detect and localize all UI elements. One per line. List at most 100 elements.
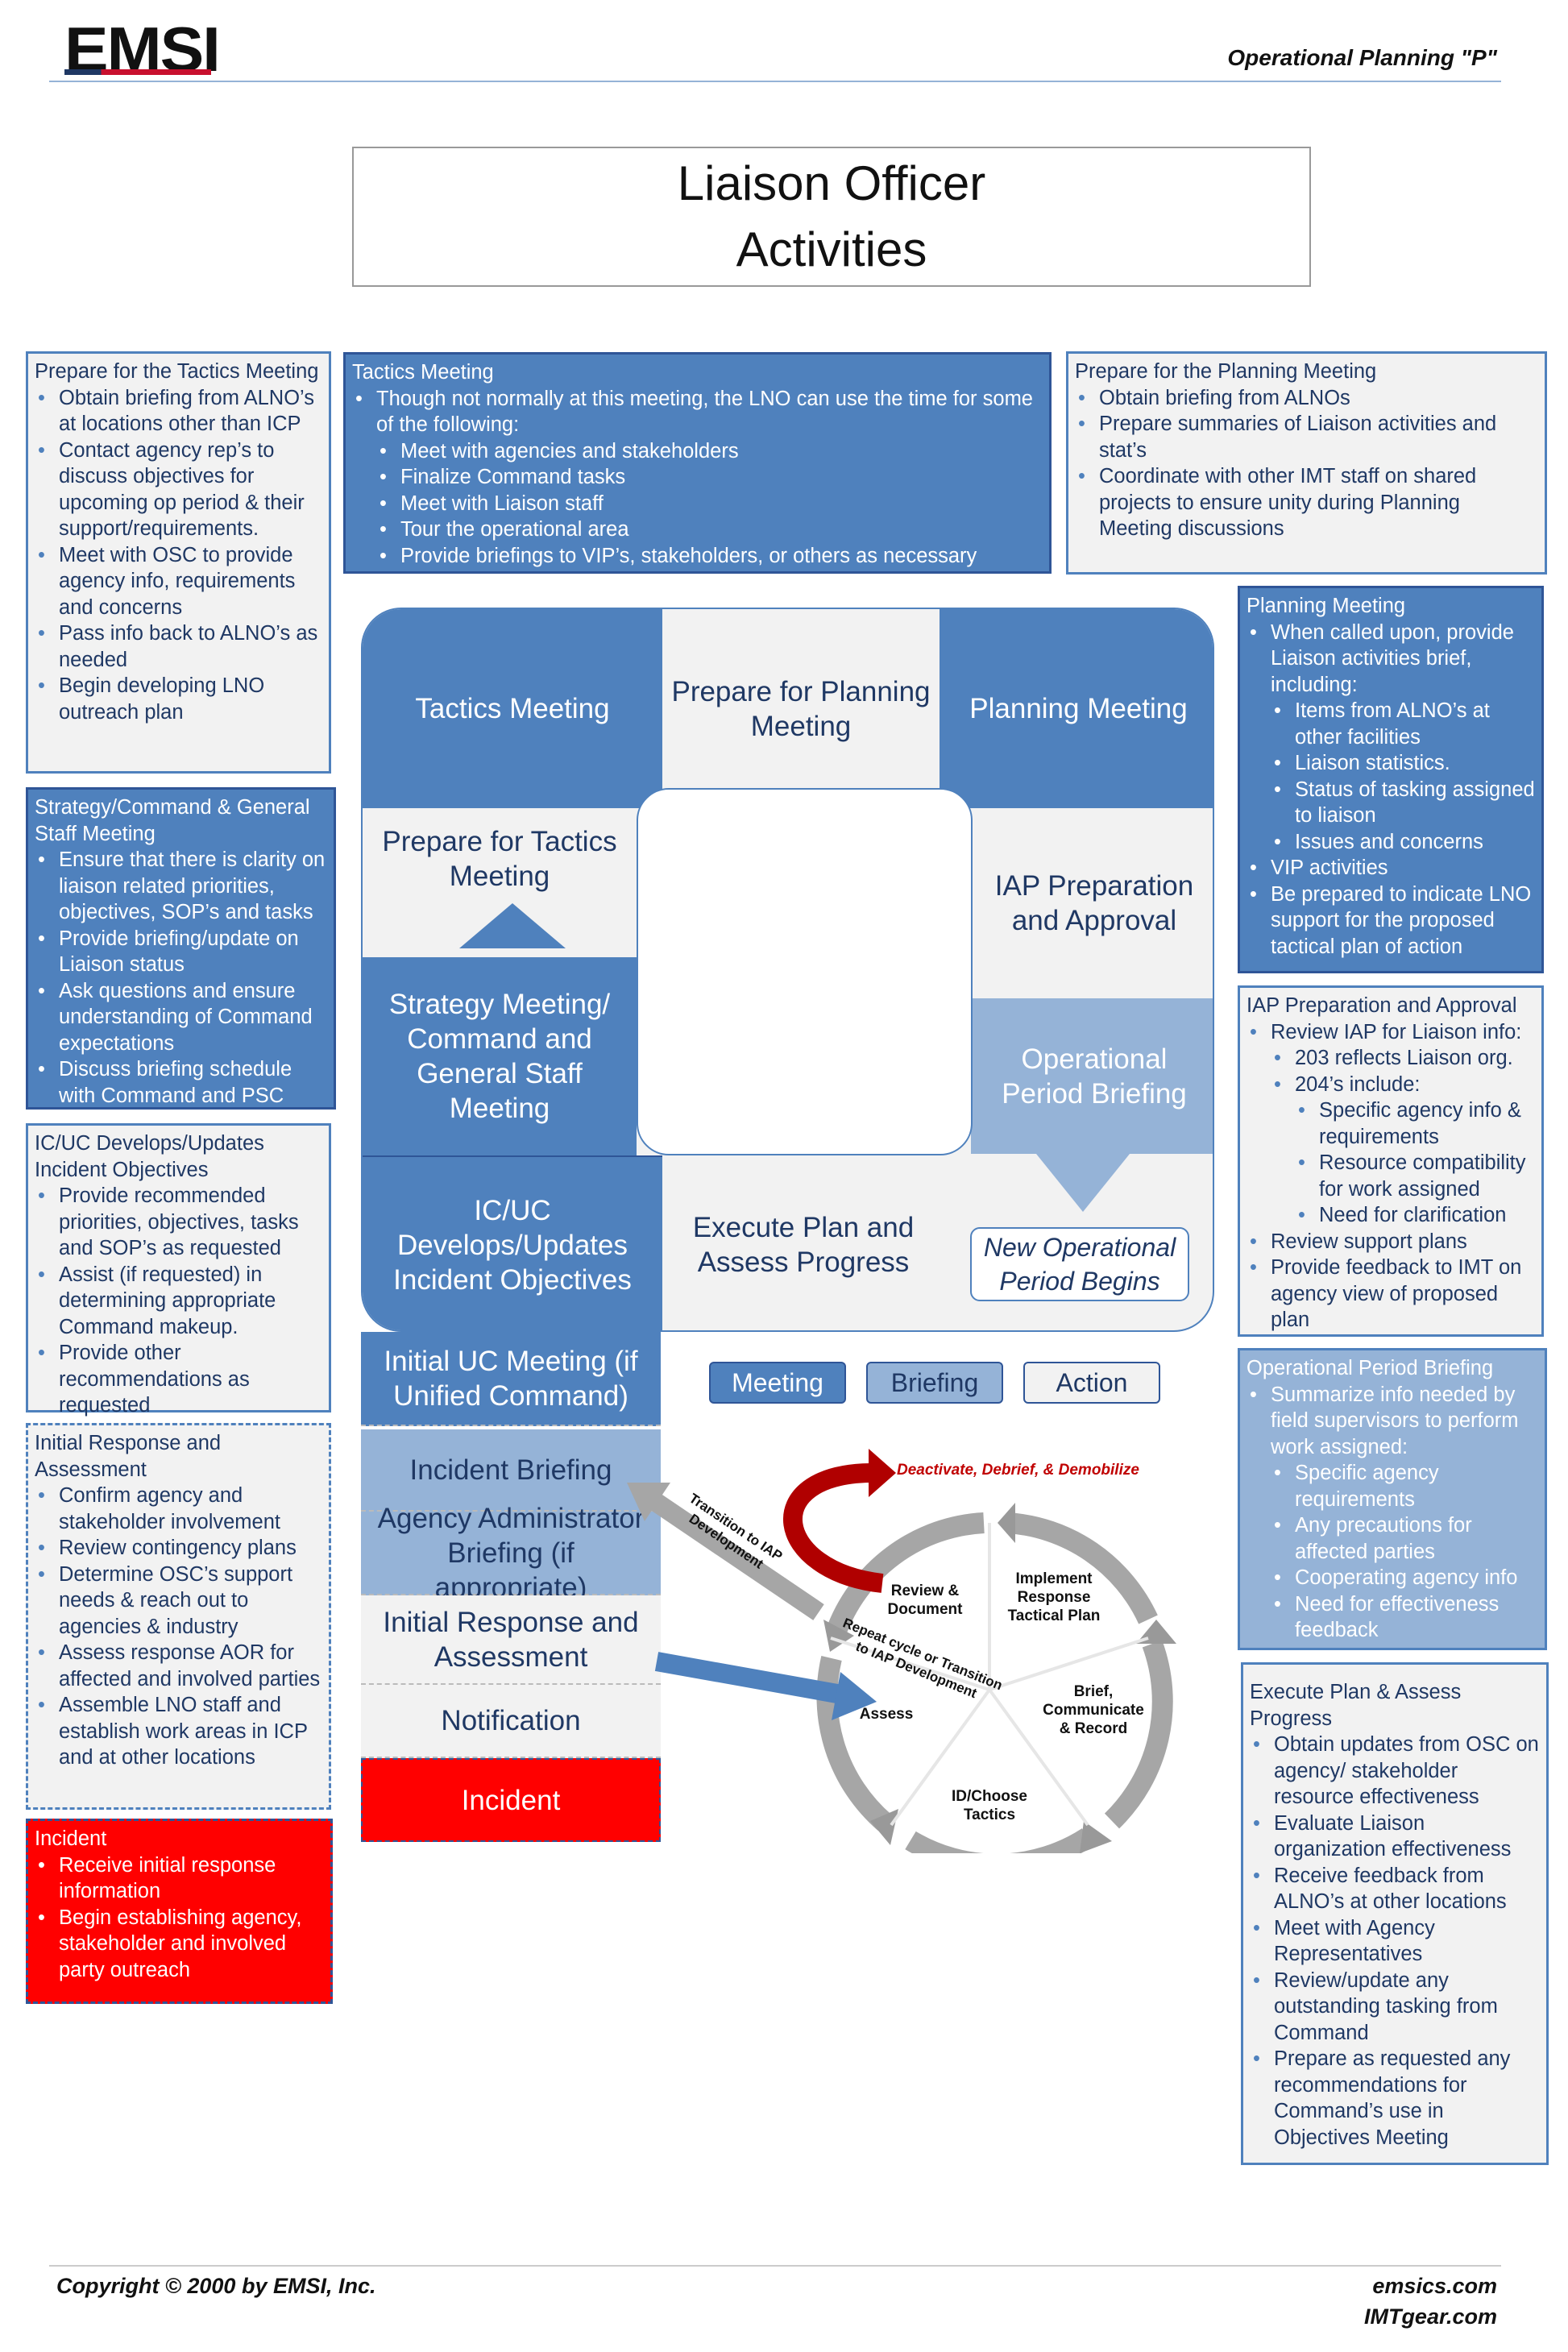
bullet-item: Ask questions and ensure understanding o… [35, 978, 327, 1057]
bullet-item: 203 reflects Liaison org. [1247, 1045, 1535, 1072]
bullet-list: Provide recommended priorities, objectiv… [35, 1183, 322, 1419]
transition-arrowhead-icon [627, 1483, 670, 1521]
bullet-item: Prepare as requested any recommendations… [1250, 2046, 1540, 2151]
p-center [637, 788, 973, 1155]
bullet-list: Obtain updates from OSC on agency/ stake… [1250, 1732, 1540, 2151]
p-strategy-meeting[interactable]: Strategy Meeting/ Command and General St… [363, 957, 637, 1155]
deactivate-arrow [783, 1463, 884, 1593]
p-initial-response[interactable]: Initial Response and Assessment [361, 1595, 661, 1685]
footer-divider [49, 2265, 1501, 2267]
bullet-item: Liaison statistics. [1247, 750, 1535, 777]
bullet-item: Meet with OSC to provide agency info, re… [35, 542, 322, 621]
arrowhead-icon [1080, 1821, 1112, 1853]
bullet-item: Provide other recommendations as request… [35, 1340, 322, 1419]
pentagon-dividers [830, 1523, 1149, 1827]
initial-response-arrow [654, 1652, 848, 1705]
ring-arc-5 [1006, 1512, 1158, 1624]
bullet-item: Review contingency plans [35, 1535, 322, 1562]
footer-link-emsics[interactable]: emsics.com [1372, 2274, 1497, 2298]
bullet-item: When called upon, provide Liaison activi… [1247, 620, 1535, 699]
p-incident[interactable]: Incident [361, 1758, 661, 1842]
bullet-item: Review support plans [1247, 1229, 1535, 1255]
p-iap-preparation[interactable]: IAP Preparation and Approval [971, 808, 1213, 998]
p-prepare-tactics[interactable]: Prepare for Tactics Meeting [363, 808, 637, 933]
bullet-list: Receive initial response informationBegi… [35, 1852, 324, 1984]
p-operational-briefing[interactable]: Operational Period Briefing [971, 998, 1213, 1154]
ring-arc-2 [816, 1656, 892, 1831]
bullet-item: Review IAP for Liaison info: [1247, 1019, 1535, 1046]
p-prepare-planning[interactable]: Prepare for Planning Meeting [662, 609, 940, 808]
bullet-item: Coordinate with other IMT staff on share… [1075, 463, 1538, 542]
p-icuc-objectives[interactable]: IC/UC Develops/Updates Incident Objectiv… [363, 1155, 662, 1330]
p-initial-uc-meeting[interactable]: Initial UC Meeting (if Unified Command) [361, 1332, 661, 1426]
bullet-item: Tour the operational area [352, 516, 1043, 543]
bullet-item: 204’s include: [1247, 1072, 1535, 1098]
bullet-list: Obtain briefing from ALNOsPrepare summar… [1075, 385, 1538, 542]
bullet-item: Discuss briefing schedule with Command a… [35, 1056, 327, 1109]
bullet-item: Ensure that there is clarity on liaison … [35, 847, 327, 926]
brief-label: Brief,Communicate& Record [1043, 1683, 1144, 1737]
bullet-item: Meet with Liaison staff [352, 491, 1043, 517]
bullet-item: Provide briefings to VIP’s, stakeholders… [352, 543, 1043, 570]
bullet-item: Any precautions for affected parties [1247, 1512, 1538, 1565]
bullet-item: Assess response AOR for affected and inv… [35, 1640, 322, 1692]
arrow-down-icon [1036, 1154, 1130, 1212]
planning-p: Tactics Meeting Prepare for Planning Mee… [361, 608, 1214, 1332]
box-icuc-objectives: IC/UC Develops/Updates Incident Objectiv… [26, 1123, 331, 1417]
bullet-item: Assemble LNO staff and establish work ar… [35, 1692, 322, 1771]
header-subtitle: Operational Planning "P" [1227, 45, 1497, 70]
box-title: Execute Plan & Assess Progress [1250, 1681, 1462, 1730]
p-tactics-meeting[interactable]: Tactics Meeting [363, 609, 662, 808]
bullet-item: Meet with Agency Representatives [1250, 1915, 1540, 1968]
bullet-list: Though not normally at this meeting, the… [352, 386, 1043, 570]
box-incident: IncidentReceive initial response informa… [26, 1819, 333, 2004]
p-notification[interactable]: Notification [361, 1685, 661, 1758]
bullet-item: Finalize Command tasks [352, 464, 1043, 491]
box-prepare-tactics: Prepare for the Tactics MeetingObtain br… [26, 351, 331, 774]
bullet-item: Evaluate Liaison organization effectiven… [1250, 1811, 1540, 1863]
bullet-list: Summarize info needed by field superviso… [1247, 1382, 1538, 1644]
header-divider [49, 81, 1501, 82]
bullet-item: Issues and concerns [1247, 829, 1535, 856]
arrowhead-icon [870, 1809, 898, 1845]
bullet-item: Confirm agency and stakeholder involveme… [35, 1483, 322, 1535]
box-title: Operational Period Briefing [1247, 1357, 1494, 1379]
transition-arrow [643, 1489, 824, 1620]
copyright: Copyright © 2000 by EMSI, Inc. [56, 2274, 376, 2298]
bullet-item: Be prepared to indicate LNO support for … [1247, 881, 1535, 960]
title-line-1: Liaison Officer [677, 156, 986, 210]
bullet-item: Obtain updates from OSC on agency/ stake… [1250, 1732, 1540, 1811]
bullet-item: Pass info back to ALNO’s as needed [35, 620, 322, 673]
bullet-item: Status of tasking assigned to liaison [1247, 777, 1535, 829]
box-iap-preparation: IAP Preparation and ApprovalReview IAP f… [1238, 985, 1544, 1337]
p-execute-plan[interactable]: Execute Plan and Assess Progress [662, 1155, 944, 1330]
legend-briefing: Briefing [866, 1362, 1003, 1404]
bullet-item: VIP activities [1247, 855, 1535, 881]
bullet-item: Contact agency rep’s to discuss objectiv… [35, 438, 322, 542]
bullet-item: Obtain briefing from ALNO’s at locations… [35, 385, 322, 438]
p-incident-briefing[interactable]: Incident Briefing [361, 1429, 661, 1512]
bullet-item: Provide feedback to IMT on agency view o… [1247, 1255, 1535, 1334]
bullet-item: Begin establishing agency, stakeholder a… [35, 1905, 324, 1984]
box-title: Prepare for the Tactics Meeting [35, 360, 319, 383]
box-title: Initial Response and Assessment [35, 1432, 222, 1481]
initial-response-arrowhead-icon [832, 1672, 877, 1720]
arrowhead-icon [998, 1503, 1015, 1543]
bullet-item: Resource compatibility for work assigned [1247, 1150, 1535, 1202]
ring-arc-3 [905, 1828, 1094, 1853]
box-title: Tactics Meeting [352, 361, 494, 384]
planning-cycle-diagram: Deactivate, Debrief, & Demobilize Review… [627, 1449, 1176, 1853]
bullet-item: Receive feedback from ALNO’s at other lo… [1250, 1863, 1540, 1915]
bullet-item: Need for clarification [1247, 1202, 1535, 1229]
page-title: Liaison Officer Activities [352, 147, 1311, 287]
footer-link-imtgear[interactable]: IMTgear.com [1363, 2304, 1497, 2329]
deactivate-label: Deactivate, Debrief, & Demobilize [897, 1462, 1139, 1479]
bullet-list: Ensure that there is clarity on liaison … [35, 847, 327, 1109]
title-line-2: Activities [736, 222, 927, 276]
box-title: Incident [35, 1827, 107, 1850]
box-title: Prepare for the Planning Meeting [1075, 360, 1377, 383]
p-planning-meeting[interactable]: Planning Meeting [940, 609, 1213, 808]
bullet-item: Determine OSC’s support needs & reach ou… [35, 1562, 322, 1641]
